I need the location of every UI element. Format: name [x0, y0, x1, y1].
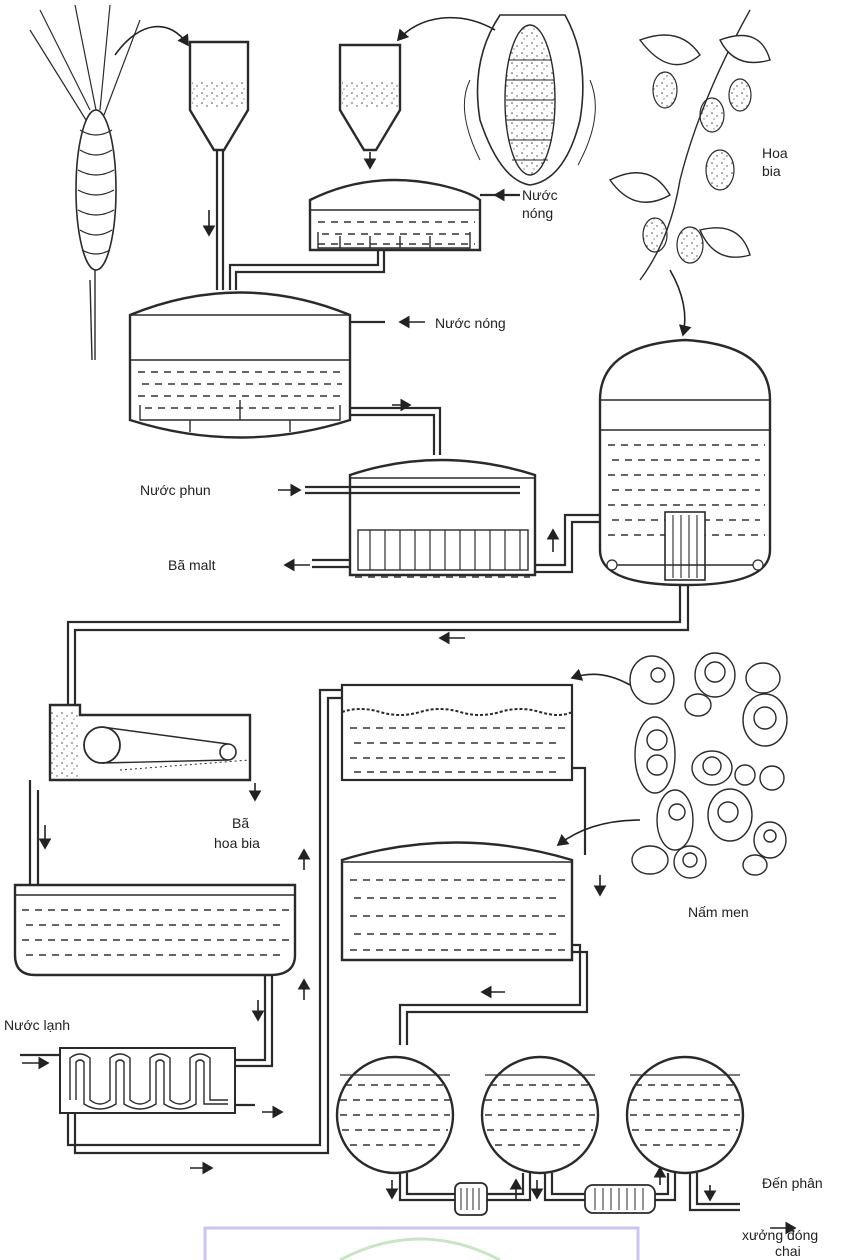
label-to-bottling: Đến phân xưởng đóng chai	[742, 1175, 827, 1259]
lager-tanks	[337, 1057, 795, 1228]
label-yeast: Nấm men	[688, 904, 749, 920]
fermenter-secondary	[342, 820, 640, 1045]
label-spent-hops: Bã hoa bia	[214, 815, 260, 851]
cereal-cooker	[230, 45, 520, 290]
corn-illustration	[398, 15, 595, 185]
bottom-watermark-frame	[205, 1228, 638, 1260]
label-spent-malt: Bã malt	[168, 557, 216, 573]
label-hot-water-cooker: Nước nóng	[522, 187, 562, 221]
yeast-cells-illustration	[630, 653, 787, 878]
lauter-tun	[278, 460, 600, 577]
settling-tank	[15, 885, 295, 1066]
hop-separator	[30, 705, 255, 885]
mash-tun	[130, 293, 440, 456]
hops-illustration	[610, 10, 770, 335]
label-hot-water-mash: Nước nóng	[435, 315, 506, 331]
label-spray-water: Nước phun	[140, 482, 211, 498]
label-hops: Hoa bia	[762, 145, 792, 179]
malt-hopper	[190, 42, 248, 290]
label-cold-water: Nước lạnh	[4, 1017, 70, 1033]
